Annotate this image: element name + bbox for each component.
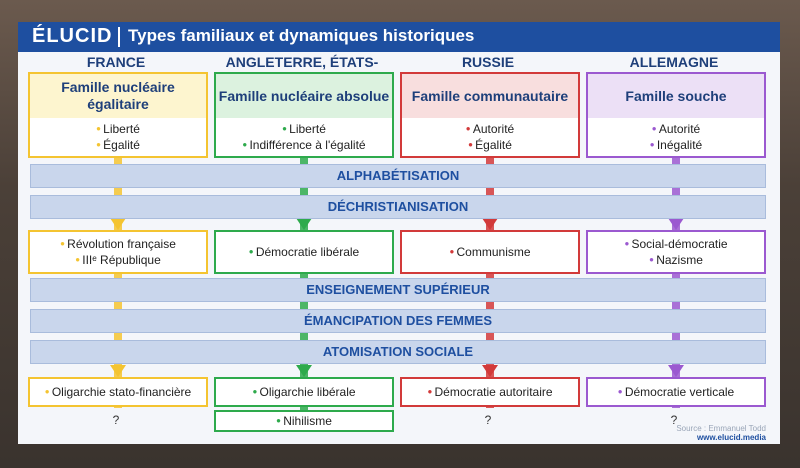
band-4: ATOMISATION SOCIALE [30, 340, 766, 364]
family-value: Égalité [96, 137, 140, 153]
historical-outcome-box: Social-démocratieNazisme [586, 230, 766, 274]
family-value: Inégalité [650, 137, 702, 153]
flow-arrow-icon [668, 218, 684, 230]
future-unknown-mark: ? [670, 413, 678, 427]
family-type-label: Famille nucléaire absolue [218, 87, 390, 104]
family-value: Indifférence à l'égalité [242, 137, 365, 153]
future-outcome-box: Nihilisme [214, 410, 394, 432]
flow-arrow-icon [482, 218, 498, 230]
current-outcome: Oligarchie libérale [252, 384, 356, 400]
band-3: ÉMANCIPATION DES FEMMES [30, 309, 766, 333]
historical-outcome: Social-démocratie [624, 236, 728, 252]
flow-arrow-icon [296, 365, 312, 377]
current-outcome: Démocratie verticale [618, 384, 734, 400]
family-value: Autorité [652, 121, 700, 137]
future-unknown-mark: ? [112, 413, 120, 427]
family-type-label: Famille souche [625, 87, 727, 104]
band-2: ENSEIGNEMENT SUPÉRIEUR [30, 278, 766, 302]
flow-arrow-icon [668, 365, 684, 377]
flow-arrow-icon [482, 365, 498, 377]
family-type-label: Famille communautaire [411, 87, 569, 104]
slide: ÉLUCID Types familiaux et dynamiques his… [18, 22, 780, 444]
current-outcome: Oligarchie stato-financière [45, 384, 191, 400]
flow-arrow-icon [296, 218, 312, 230]
family-values-box: AutoritéÉgalité [400, 118, 580, 158]
country-header: ALLEMAGNE [629, 54, 719, 70]
historical-outcome-box: Communisme [400, 230, 580, 274]
band-0: ALPHABÉTISATION [30, 164, 766, 188]
future-outcome: Nihilisme [276, 413, 332, 429]
historical-outcome: IIIᵉ République [75, 252, 161, 268]
current-outcome-box: Oligarchie libérale [214, 377, 394, 407]
site-url: www.elucid.media [696, 433, 766, 442]
historical-outcome: Démocratie libérale [249, 244, 359, 260]
historical-outcome: Communisme [449, 244, 531, 260]
family-values-box: AutoritéInégalité [586, 118, 766, 158]
slide-title: Types familiaux et dynamiques historique… [128, 26, 475, 45]
historical-outcome: Révolution française [60, 236, 176, 252]
band-1: DÉCHRISTIANISATION [30, 195, 766, 219]
family-type-box: Famille nucléaire égalitaire [28, 72, 208, 120]
current-outcome-box: Oligarchie stato-financière [28, 377, 208, 407]
family-value: Liberté [96, 121, 140, 137]
source-credit: Source : Emmanuel Todd [676, 424, 766, 433]
historical-outcome-box: Démocratie libérale [214, 230, 394, 274]
historical-outcome: Nazisme [649, 252, 703, 268]
family-type-box: Famille nucléaire absolue [214, 72, 394, 120]
family-type-label: Famille nucléaire égalitaire [61, 79, 175, 112]
family-values-box: LibertéIndifférence à l'égalité [214, 118, 394, 158]
brand-logo: ÉLUCID [32, 25, 113, 47]
future-unknown-mark: ? [484, 413, 492, 427]
historical-outcome-box: Révolution françaiseIIIᵉ République [28, 230, 208, 274]
family-value: Égalité [468, 137, 512, 153]
flow-arrow-icon [110, 365, 126, 377]
title-bar: ÉLUCID Types familiaux et dynamiques his… [18, 22, 780, 52]
family-type-box: Famille communautaire [400, 72, 580, 120]
flow-arrow-icon [110, 218, 126, 230]
family-value: Liberté [282, 121, 326, 137]
country-header: FRANCE [86, 54, 146, 70]
title-separator [118, 27, 120, 47]
family-value: Autorité [466, 121, 514, 137]
family-type-box: Famille souche [586, 72, 766, 120]
family-values-box: LibertéÉgalité [28, 118, 208, 158]
current-outcome: Démocratie autoritaire [427, 384, 553, 400]
country-header: RUSSIE [461, 54, 515, 70]
current-outcome-box: Démocratie autoritaire [400, 377, 580, 407]
current-outcome-box: Démocratie verticale [586, 377, 766, 407]
